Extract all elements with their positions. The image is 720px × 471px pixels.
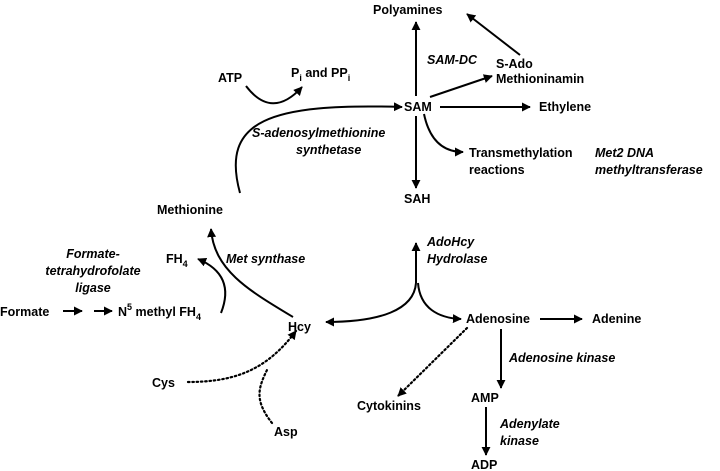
node-n5-methyl-fh4: N5 methyl FH4 [118,302,201,322]
enzyme-met2-line2: methyltransferase [595,163,703,177]
node-formate: Formate [0,305,49,319]
arrow-sah-to-adenosine [417,282,462,324]
node-sah: SAH [404,192,430,206]
node-transmethylation-line1: Transmethylation [469,146,573,160]
arrow-cys-to-hcy [186,329,298,384]
node-pi-and-ppi: Pi and PPi [291,66,350,83]
node-adenine: Adenine [592,312,641,326]
arrow-sam-to-sado [429,74,493,98]
arrow-methionine-to-sam [234,102,403,194]
arrow-adenosine-to-cytokinins [396,326,469,398]
node-fh4: FH4 [166,252,188,269]
enzyme-adenylate-kinase-line2: kinase [500,434,539,448]
enzyme-met2-line1: Met2 DNA [595,146,654,160]
arrow-sado-to-polyamines [466,13,521,56]
arrow-n5-to-fh4 [197,258,227,314]
enzyme-adenosine-kinase: Adenosine kinase [508,351,615,365]
node-s-ado-line1: S-Ado [496,57,533,71]
node-s-ado-line2: Methioninamin [496,72,584,86]
node-adp: ADP [471,458,497,471]
arrow-sah-to-hcy [325,282,417,327]
node-cys: Cys [152,376,175,390]
enzyme-formate-ligase-line2: tetrahydrofolate [45,264,140,278]
arrow-sam-to-transmethylation [423,113,464,157]
node-hcy: Hcy [288,320,311,334]
node-ethylene: Ethylene [539,100,591,114]
node-asp: Asp [274,425,298,439]
node-atp: ATP [218,71,242,85]
enzyme-formate-ligase-line1: Formate- [66,247,119,261]
enzyme-formate-ligase-line3: ligase [75,281,110,295]
enzyme-sam-dc: SAM-DC [427,53,478,67]
node-adenosine: Adenosine [466,312,530,326]
enzyme-met-synthase: Met synthase [226,252,305,266]
arrow-hcy-to-methionine [207,228,294,318]
enzyme-adohcy-line2: Hydrolase [427,252,487,266]
arrow-atp-to-pi [245,85,303,105]
enzyme-adohcy-line1: AdoHcy [426,235,475,249]
enzyme-sam-synthetase-line2: synthetase [296,143,361,157]
enzyme-sam-synthetase-line1: S-adenosylmethionine [252,126,385,140]
node-transmethylation-line2: reactions [469,163,525,177]
node-polyamines: Polyamines [373,3,443,17]
enzyme-adenylate-kinase-line1: Adenylate [499,417,560,431]
node-sam: SAM [404,100,432,114]
node-cytokinins: Cytokinins [357,399,421,413]
arrow-asp-to-hcy [258,366,274,425]
node-amp: AMP [471,391,499,405]
node-methionine: Methionine [157,203,223,217]
